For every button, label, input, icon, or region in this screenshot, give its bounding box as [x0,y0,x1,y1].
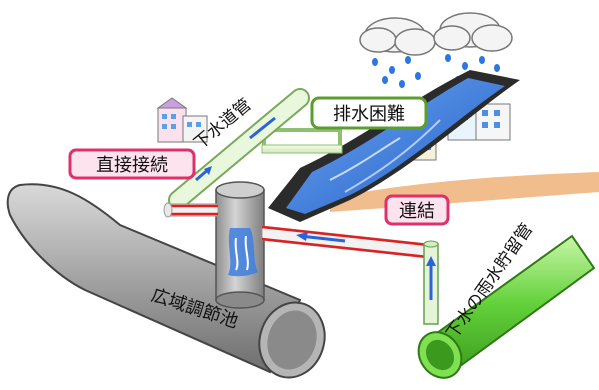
sewer-pipe [168,88,310,210]
regional-reservoir-tunnel [6,183,326,379]
rainwater-storage-pipe [417,234,596,379]
drainage-connector-frame [261,128,343,154]
label-direct-connection: 直接接続 [68,148,196,180]
label-link: 連結 [384,194,450,226]
label-direct-connection-text: 直接接続 [96,155,168,176]
direct-connection-pipe [163,202,219,218]
riser-pipe [423,240,439,325]
label-link-text: 連結 [399,201,435,222]
rain-cloud-left [359,17,436,56]
vertical-shaft [215,181,265,309]
river-channel [268,70,520,222]
rain-cloud-right [433,12,513,52]
label-drainage-difficulty: 排水困難 [310,96,428,130]
link-pipe [261,225,429,259]
buildings-left-icon [156,97,208,143]
label-drainage-difficulty-text: 排水困難 [333,104,405,125]
